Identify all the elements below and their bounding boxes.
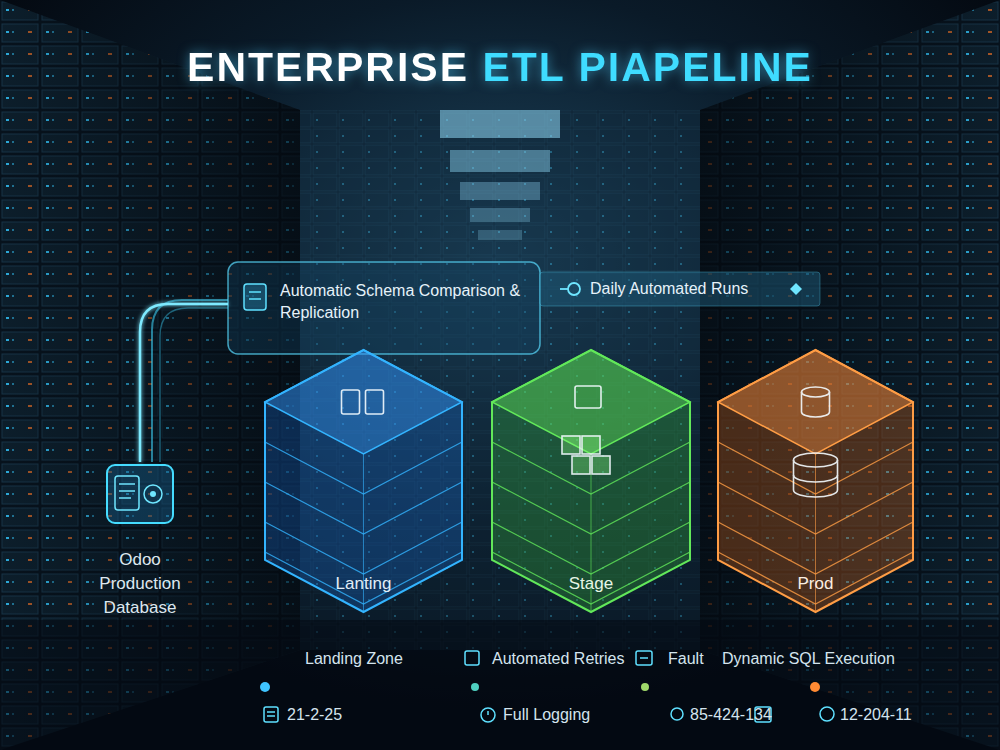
db-glyph [794,460,838,497]
clock-tick [560,288,568,290]
clock-glyph [568,283,580,295]
cube-body [265,350,462,612]
landing-layer-outline [265,350,462,612]
diagram-title: ENTERPRISE ETL PIAPELINE [187,44,813,91]
layer-icon [562,386,610,474]
doc-line [119,497,131,499]
source-database: Odoo Production Database [95,462,185,622]
badge-frame [540,272,820,306]
doc-line [119,490,135,492]
status-label: 21-2-25 [287,706,342,724]
lock-glyph [144,485,162,503]
flow-arrow [185,496,265,499]
cube-glyph [582,436,600,454]
doc-glyph [366,390,384,414]
node-label: Odoo Production Database [95,548,185,619]
node-label: Lanting [265,572,462,596]
layer-icon [794,387,838,497]
db-glyph [794,475,838,482]
ceiling-lights [440,110,560,240]
cube-top [492,350,690,454]
stage-layer-outline [492,350,690,612]
flow-arrow [666,477,742,480]
layer-icon [342,390,384,414]
stage-layer: Stage [492,350,690,612]
panel-icon-line [249,298,261,300]
status-label: 85-424-134 [690,706,772,724]
node-label: Stage [492,572,690,596]
pipe-glow [152,300,228,462]
panel-icon [244,284,266,310]
status-label: Full Logging [503,706,590,724]
cube-glyph [592,456,610,474]
cube-body [492,350,690,612]
status-label: Automated Retries [492,650,625,668]
doc-glyph [115,476,139,510]
source-icon [107,465,173,523]
timeline-dots [260,682,820,692]
cube-glyph [572,456,590,474]
doc-glyph [342,390,360,414]
flow-arrow [666,499,742,502]
cube-top [265,350,462,454]
status-label: 12-204-11 [840,706,912,724]
prod-layer: Prod [718,350,913,612]
db-glyph [794,453,838,467]
node-label: Automatic Schema Comparison & Replicatio… [280,280,530,325]
doc-glyph [575,386,601,408]
status-label: Landing Zone [305,650,403,668]
node-label: Daily Automated Runs [590,278,790,300]
cube-top [718,350,913,454]
status-label: Dynamic SQL Execution [722,650,895,668]
lock-dot [150,491,156,497]
prod-layer-outline [718,350,913,612]
flow-arrow [438,477,516,480]
db-glyph [802,392,830,417]
feature-panel-outline [228,262,540,354]
db-glyph [802,387,830,397]
cube-glyph [562,436,580,454]
status-label: Fault [668,650,704,668]
schedule-badge: Daily Automated Runs [540,272,820,306]
feature-panel: Automatic Schema Comparison & Replicatio… [228,262,540,354]
timeline [265,686,815,689]
doc-line [119,483,135,485]
pipe-glow [160,308,228,462]
flow-arrow [438,499,516,502]
panel-icon-line [249,291,261,293]
floor-shade [0,620,1000,750]
landing-layer: Lanting [265,350,462,612]
node-label: Prod [718,572,913,596]
flow-arrow [140,304,228,462]
panel-frame [228,262,540,354]
cube-body [718,350,913,612]
badge-diamond [790,283,802,295]
